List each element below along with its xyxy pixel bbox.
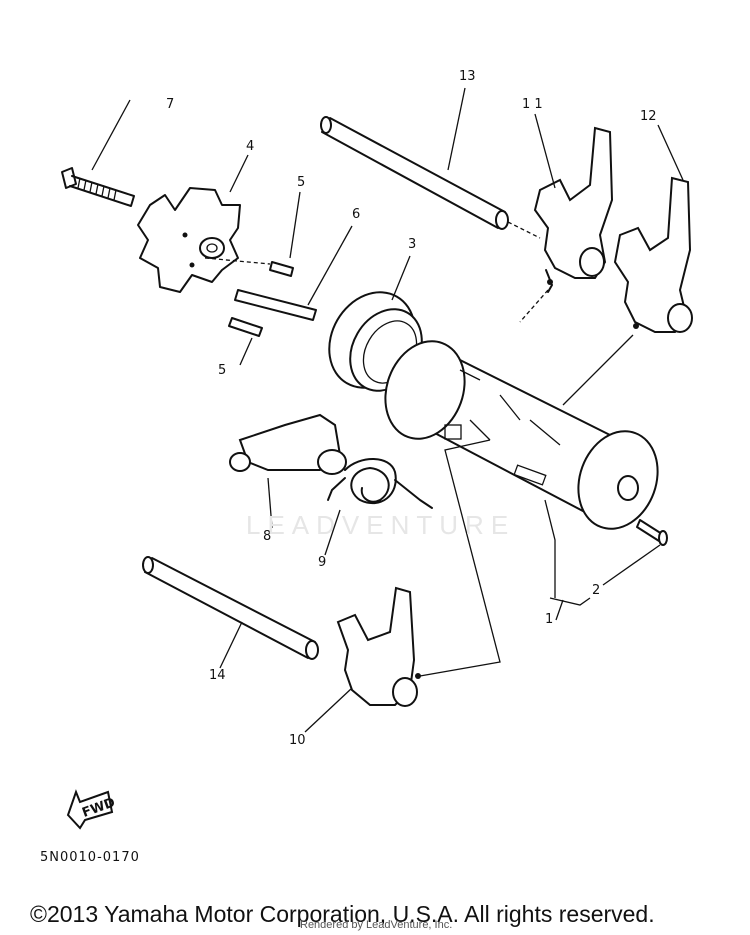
part-5-pins — [204, 191, 301, 366]
callout-10: 10 — [289, 733, 306, 748]
callout-labels: 1 2 3 4 5 5 6 7 8 9 10 1 1 12 13 14 — [166, 69, 657, 748]
rendered-by-note: Rendered by LeadVenture, Inc. — [300, 919, 453, 931]
callout-11: 1 1 — [522, 97, 543, 112]
callout-5a: 5 — [297, 175, 305, 190]
part-6-pin — [234, 225, 353, 321]
callout-13: 13 — [459, 69, 476, 84]
callout-7: 7 — [166, 97, 174, 112]
callout-14: 14 — [209, 668, 226, 683]
watermark-text: LEADVENTURE — [246, 510, 516, 540]
callout-9: 9 — [318, 555, 326, 570]
part-2-screw — [602, 519, 668, 586]
part-8-lever — [229, 413, 347, 529]
fwd-arrow-icon: FWD — [66, 789, 117, 830]
callout-12: 12 — [640, 109, 657, 124]
part-9-spring — [324, 458, 433, 556]
diagram-code: 5N0010-0170 — [40, 850, 140, 865]
callout-3: 3 — [408, 237, 416, 252]
callout-6: 6 — [352, 207, 360, 222]
callout-5b: 5 — [218, 363, 226, 378]
callout-4: 4 — [246, 139, 254, 154]
part-10-shift-fork — [304, 439, 501, 733]
callout-2: 2 — [592, 583, 600, 598]
part-7-bolt — [61, 99, 135, 207]
part-11-shift-fork — [519, 113, 614, 323]
part-14-shaft — [142, 556, 319, 669]
part-12-shift-fork — [562, 124, 693, 406]
copyright-notice: ©2013 Yamaha Motor Corporation, U.S.A. A… — [30, 901, 655, 927]
callout-8: 8 — [263, 529, 271, 544]
callout-1: 1 — [545, 612, 553, 627]
part-13-shaft — [320, 87, 541, 239]
part-1-shift-drum — [384, 340, 659, 621]
part-4-segment — [137, 154, 249, 293]
